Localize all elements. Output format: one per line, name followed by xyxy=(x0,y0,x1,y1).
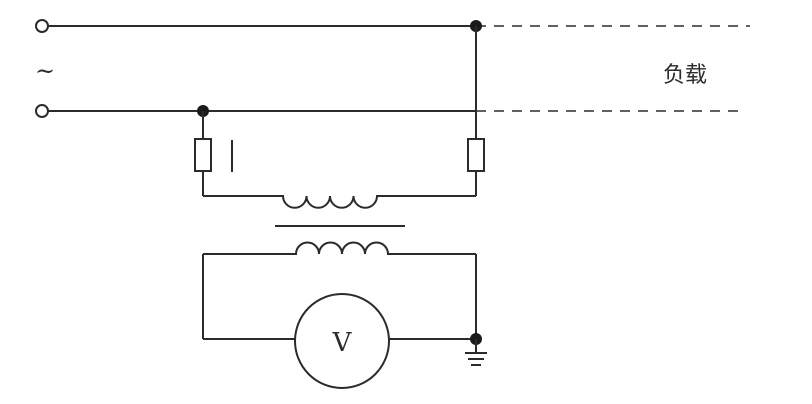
load-label: 负载 xyxy=(663,63,707,88)
voltmeter xyxy=(294,293,390,389)
ac-source-symbol: ~ xyxy=(35,57,55,85)
fuse-right xyxy=(467,138,485,172)
primary-winding xyxy=(203,195,476,209)
source-terminal-top xyxy=(35,19,49,33)
fuse-left xyxy=(194,138,212,172)
source-terminal-bottom xyxy=(35,104,49,118)
secondary-winding xyxy=(203,241,476,255)
voltmeter-label: V xyxy=(332,328,353,358)
